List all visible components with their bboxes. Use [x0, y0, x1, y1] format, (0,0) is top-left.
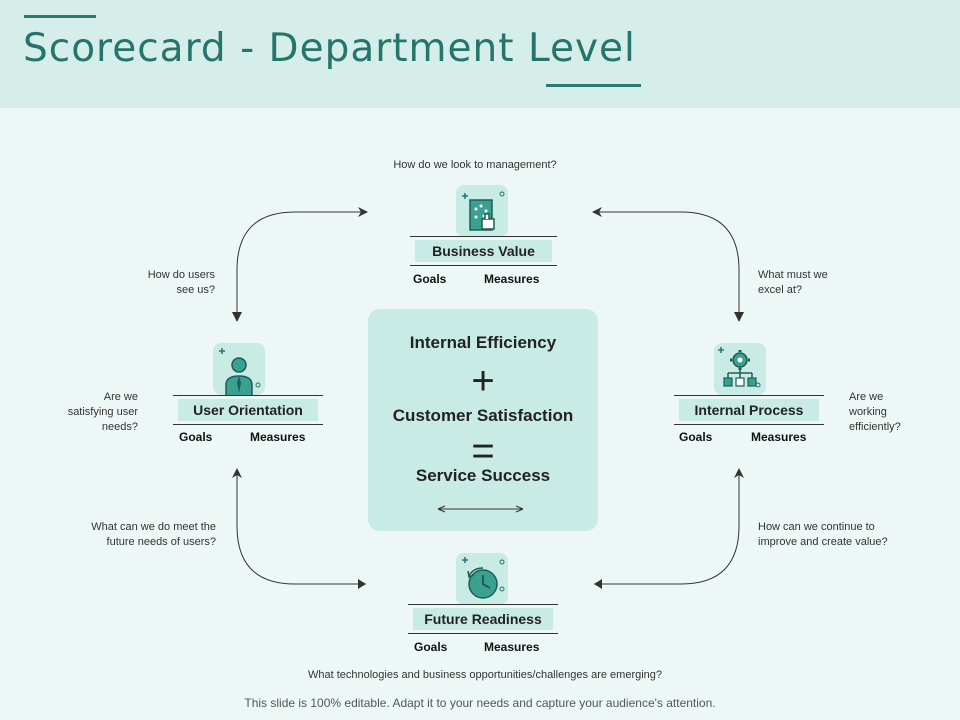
center-equals-sign: =	[471, 429, 495, 473]
user-orientation-label: User Orientation	[178, 399, 318, 421]
question-top-left: How do users see us?	[120, 268, 215, 298]
arrow-future-to-internal	[594, 468, 744, 585]
question-right: Are we working efficiently?	[849, 390, 949, 435]
header-band	[0, 0, 960, 108]
internal-process-label-box: Internal Process	[674, 395, 824, 425]
future-readiness-goals: Goals	[414, 640, 448, 654]
center-equation-panel: Internal Efficiency + Customer Satisfact…	[368, 309, 598, 531]
future-readiness-label-box: Future Readiness	[408, 604, 558, 634]
question-line: What must we	[758, 269, 828, 281]
internal-process-measures: Measures	[751, 430, 807, 444]
user-orientation-label-box: User Orientation	[173, 395, 323, 425]
question-top: How do we look to management?	[393, 159, 557, 171]
question-line: working	[849, 406, 887, 418]
question-line: improve and create value?	[758, 536, 888, 548]
gear-process-icon	[714, 343, 766, 395]
center-line-customer-satisfaction: Customer Satisfaction	[392, 406, 574, 425]
question-bottom: What technologies and business opportuni…	[307, 669, 663, 681]
question-line: efficiently?	[849, 421, 901, 433]
double-arrow-icon	[437, 505, 524, 513]
question-line: What can we do meet the	[91, 521, 216, 533]
arrow-user-to-business	[236, 207, 368, 318]
question-bottom-right: How can we continue to improve and creat…	[758, 520, 938, 550]
question-line: excel at?	[758, 284, 803, 296]
question-line: Are we	[103, 391, 138, 403]
arrowhead-down-internal	[734, 312, 744, 322]
title-accent-line-bottom	[546, 84, 641, 87]
business-value-goals: Goals	[413, 272, 447, 286]
title-accent-line-top	[24, 15, 96, 18]
question-top-right: What must we excel at?	[758, 268, 878, 298]
future-readiness-label: Future Readiness	[413, 608, 553, 630]
question-line: needs?	[101, 421, 138, 433]
arrowhead-down-user	[232, 312, 242, 322]
future-readiness-measures: Measures	[484, 640, 540, 654]
center-plus-sign: +	[471, 359, 495, 403]
question-line: satisfying user	[67, 406, 138, 418]
question-bottom-left: What can we do meet the future needs of …	[40, 520, 216, 550]
user-icon	[213, 343, 265, 395]
business-value-label-box: Business Value	[410, 236, 557, 266]
question-line: How do users	[147, 269, 215, 281]
center-line-internal-efficiency: Internal Efficiency	[409, 333, 557, 352]
question-line: How can we continue to	[758, 521, 875, 533]
question-line: future needs of users?	[106, 536, 216, 548]
question-line: see us?	[176, 284, 215, 296]
business-value-measures: Measures	[484, 272, 540, 286]
question-line: Are we	[849, 391, 884, 403]
arrowhead-into-future-right	[594, 579, 602, 589]
user-orientation-measures: Measures	[250, 430, 306, 444]
growth-chart-icon	[456, 185, 508, 237]
clock-icon	[456, 553, 508, 605]
arrow-future-to-user	[232, 468, 366, 585]
arrowhead-into-future-left	[358, 579, 366, 589]
arrow-internal-to-business	[592, 207, 740, 318]
business-value-label: Business Value	[415, 240, 552, 262]
question-left: Are we satisfying user needs?	[40, 390, 138, 435]
footer-note: This slide is 100% editable. Adapt it to…	[244, 696, 716, 710]
user-orientation-goals: Goals	[179, 430, 213, 444]
internal-process-label: Internal Process	[679, 399, 819, 421]
center-line-service-success: Service Success	[415, 466, 551, 485]
page-title: Scorecard - Department Level	[23, 26, 636, 71]
internal-process-goals: Goals	[679, 430, 713, 444]
